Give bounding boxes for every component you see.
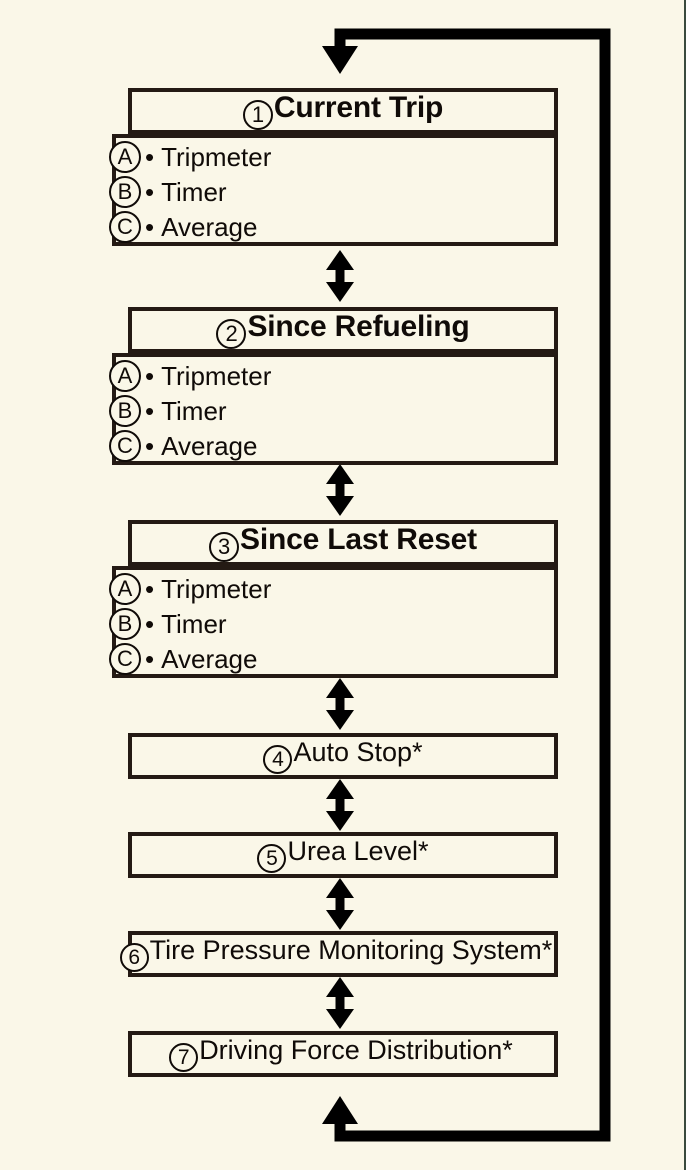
letter-badge-b: B — [109, 607, 141, 640]
letter-badge-a: A — [109, 572, 141, 605]
list-item[interactable]: B •Timer — [109, 174, 271, 209]
list-item-label: •Timer — [145, 611, 227, 637]
number-badge-3: 3 — [209, 531, 240, 562]
list-item[interactable]: C •Average — [109, 209, 271, 244]
list-item-text: Tripmeter — [161, 141, 272, 172]
node-1-body — [112, 134, 558, 246]
letter-badge-c: C — [109, 429, 141, 462]
list-item-label: •Timer — [145, 179, 227, 205]
loop-from-bottom-arrow — [322, 1096, 611, 1142]
list-item-label: •Tripmeter — [145, 144, 271, 170]
connector-1-2 — [326, 250, 354, 302]
letter-badge-b: B — [109, 175, 141, 208]
node-5-title-text: Urea Level* — [287, 835, 429, 866]
list-item-label: •Average — [145, 646, 257, 672]
node-1-title-text: Current Trip — [273, 90, 444, 124]
node-4-title-text: Auto Stop* — [293, 736, 423, 767]
list-item[interactable]: A •Tripmeter — [109, 139, 271, 174]
list-item-text: Timer — [161, 608, 227, 639]
letter-badge-c: C — [109, 210, 141, 243]
number-badge-2: 2 — [216, 318, 247, 349]
list-item-text: Timer — [161, 176, 227, 207]
letter-badge-b: B — [109, 394, 141, 427]
list-item-label: •Tripmeter — [145, 363, 271, 389]
connector-6-7 — [326, 977, 354, 1029]
number-badge-4: 4 — [263, 744, 293, 774]
bullet-dot-icon: • — [145, 360, 155, 391]
list-item-text: Tripmeter — [161, 573, 272, 604]
node-3-title-text: Since Last Reset — [240, 522, 477, 556]
letter-badge-c: C — [109, 642, 141, 675]
node-2-title-text: Since Refueling — [247, 309, 470, 343]
list-item[interactable]: B •Timer — [109, 393, 271, 428]
list-item-text: Average — [161, 211, 258, 242]
bullet-dot-icon: • — [145, 608, 155, 639]
connector-3-4 — [326, 678, 354, 730]
list-item[interactable]: B •Timer — [109, 606, 271, 641]
node-3-item-list: A •Tripmeter B •Timer C •Average — [109, 571, 271, 676]
connector-2-3 — [326, 464, 354, 516]
bullet-dot-icon: • — [145, 176, 155, 207]
number-badge-6: 6 — [119, 942, 149, 972]
number-badge-7: 7 — [169, 1042, 199, 1072]
bullet-dot-icon: • — [145, 643, 155, 674]
letter-badge-a: A — [109, 140, 141, 173]
bullet-dot-icon: • — [145, 141, 155, 172]
connector-4-5 — [326, 779, 354, 831]
list-item-label: •Timer — [145, 398, 227, 424]
bullet-dot-icon: • — [145, 430, 155, 461]
list-item[interactable]: C •Average — [109, 641, 271, 676]
number-badge-5: 5 — [257, 843, 287, 873]
letter-badge-a: A — [109, 359, 141, 392]
node-2-body — [112, 353, 558, 465]
node-6-title-text: Tire Pressure Monitoring System* — [149, 934, 553, 965]
node-1-item-list: A •Tripmeter B •Timer C •Average — [109, 139, 271, 244]
node-7-title-text: Driving Force Distribution* — [199, 1034, 513, 1065]
list-item[interactable]: C •Average — [109, 428, 271, 463]
list-item-text: Timer — [161, 395, 227, 426]
node-2-item-list: A •Tripmeter B •Timer C •Average — [109, 358, 271, 463]
list-item-text: Tripmeter — [161, 360, 272, 391]
list-item[interactable]: A •Tripmeter — [109, 358, 271, 393]
connector-5-6 — [326, 878, 354, 930]
bullet-dot-icon: • — [145, 573, 155, 604]
node-3-body — [112, 566, 558, 678]
list-item-label: •Average — [145, 433, 257, 459]
list-item-label: •Tripmeter — [145, 576, 271, 602]
bullet-dot-icon: • — [145, 211, 155, 242]
list-item-label: •Average — [145, 214, 257, 240]
list-item[interactable]: A •Tripmeter — [109, 571, 271, 606]
list-item-text: Average — [161, 430, 258, 461]
loop-back-to-top-arrow — [322, 28, 611, 74]
list-item-text: Average — [161, 643, 258, 674]
bullet-dot-icon: • — [145, 395, 155, 426]
number-badge-1: 1 — [242, 99, 273, 130]
